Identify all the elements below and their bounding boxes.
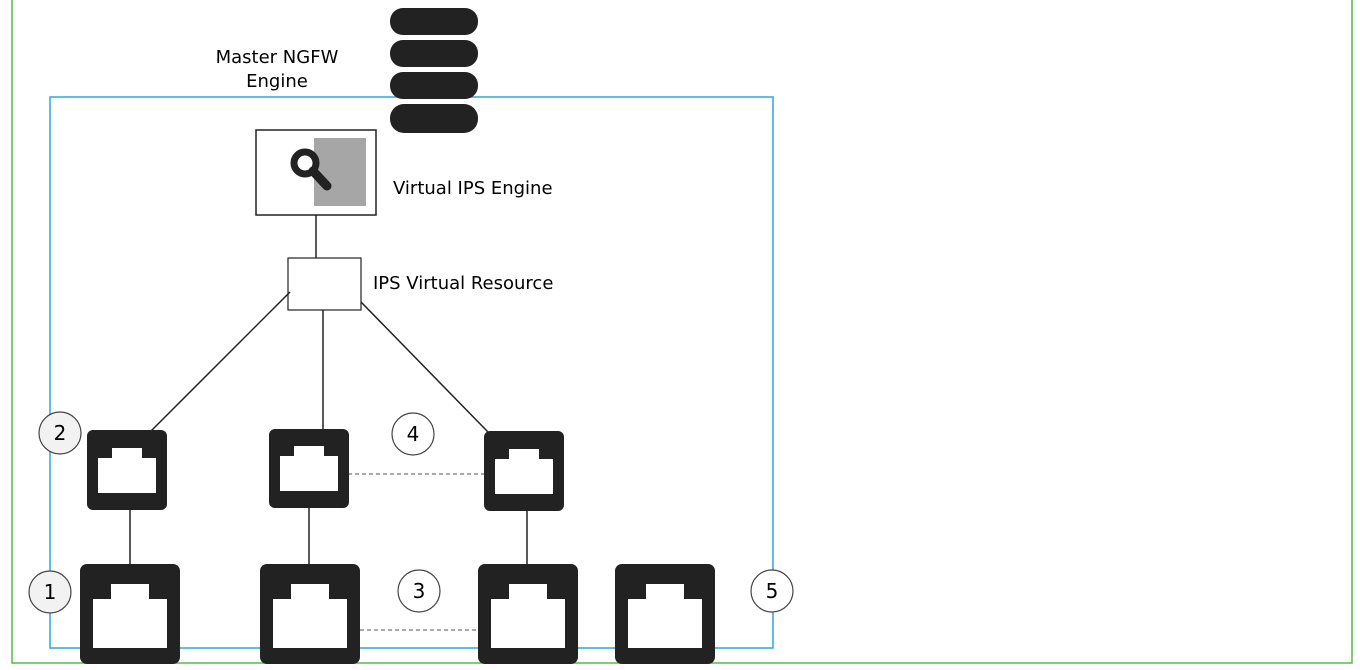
- svg-text:2: 2: [54, 421, 67, 445]
- callout-2: 2: [38, 411, 82, 455]
- ips-virtual-resource-label: IPS Virtual Resource: [373, 273, 553, 294]
- outer-frame: [11, 0, 1353, 664]
- callout-3: 3: [397, 569, 441, 613]
- svg-text:4: 4: [407, 422, 420, 446]
- virtual-ips-engine-label: Virtual IPS Engine: [393, 178, 553, 199]
- network-port-icon: [80, 564, 180, 664]
- ips-virtual-resource-box: [287, 257, 362, 311]
- svg-text:1: 1: [44, 580, 57, 604]
- resource-to-port-right-line: [360, 301, 489, 433]
- callout-4: 4: [391, 412, 435, 456]
- resource-to-port-left-line: [149, 291, 291, 433]
- network-port-icon: [87, 430, 167, 510]
- network-port-icon: [269, 429, 349, 508]
- search-icon: [290, 148, 332, 191]
- master-engine-label-line2: Engine: [246, 71, 308, 92]
- network-port-icon: [260, 564, 360, 664]
- callout-5: 5: [750, 569, 794, 613]
- network-port-icon: [484, 431, 564, 511]
- callout-1: 1: [28, 570, 72, 614]
- svg-text:5: 5: [766, 579, 779, 603]
- virtual-ips-engine-box: [255, 129, 377, 216]
- svg-text:3: 3: [413, 579, 426, 603]
- network-port-icon: [615, 564, 715, 664]
- engine-panel: [314, 138, 366, 206]
- database-icon: [390, 8, 478, 133]
- master-engine-label-line1: Master NGFW: [216, 47, 339, 68]
- network-port-icon: [478, 564, 578, 664]
